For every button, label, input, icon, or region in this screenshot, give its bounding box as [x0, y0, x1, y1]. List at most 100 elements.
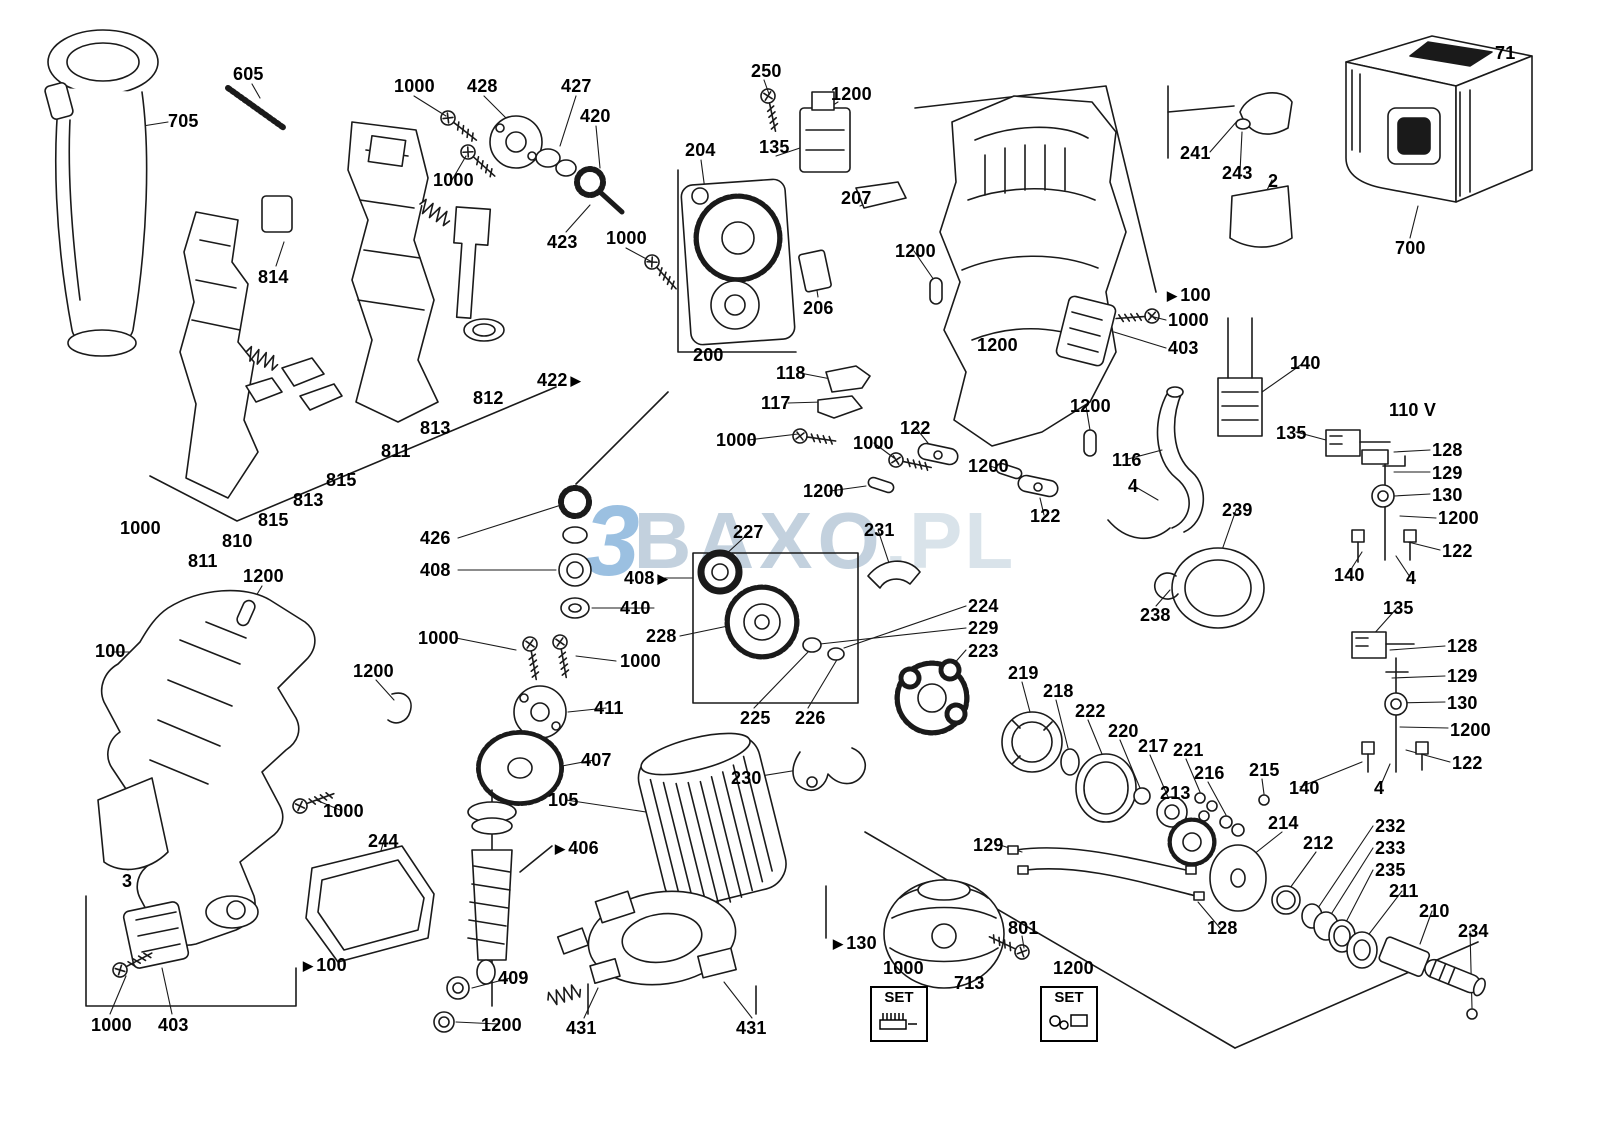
- part-label-206: 206: [803, 298, 834, 318]
- part-label-117: 117: [761, 393, 791, 413]
- part-label-233: 233: [1375, 838, 1406, 858]
- part-label-410: 410: [620, 598, 651, 618]
- part-label-4: 4: [1406, 568, 1417, 588]
- part-label-235: 235: [1375, 860, 1406, 880]
- pin-1200-left: [236, 599, 256, 627]
- part-label-2: 2: [1268, 171, 1279, 191]
- part-label-408: 408▶: [624, 568, 668, 588]
- cover-244: [305, 845, 435, 963]
- part-label-411: 411: [594, 698, 624, 718]
- part-label-135: 135: [1383, 598, 1414, 618]
- part-label-1000: 1000: [433, 170, 474, 190]
- part-label-1000: 1000: [853, 433, 894, 453]
- part-label-216: 216: [1194, 763, 1225, 783]
- part-label-1200: 1200: [243, 566, 284, 586]
- part-label-218: 218: [1043, 681, 1074, 701]
- ball-215: [1258, 794, 1270, 806]
- part-label-100: ▶100: [303, 955, 347, 975]
- clip-238: [1153, 572, 1179, 600]
- bearing-211: [1346, 931, 1378, 969]
- part-label-406: ▶406: [555, 838, 599, 858]
- carrying-case-700: [1345, 35, 1533, 203]
- part-label-234: 234: [1458, 921, 1489, 941]
- part-label-815: 815: [258, 510, 289, 530]
- part-label-4: 4: [1374, 778, 1385, 798]
- ball-234: [1466, 1008, 1478, 1020]
- gear-213: [1167, 817, 1217, 867]
- part-label-422: 422▶: [537, 370, 581, 390]
- part-label-1200: 1200: [968, 456, 1009, 476]
- part-label-118: 118: [776, 363, 806, 383]
- part-label-811: 811: [188, 551, 218, 571]
- service-kit-icon: [1049, 1014, 1088, 1030]
- pins-216: [1219, 815, 1245, 837]
- part-label-1000: 1000: [1168, 310, 1209, 330]
- part-label-250: 250: [751, 61, 782, 81]
- part-label-135: 135: [759, 137, 790, 157]
- part-label-1000: 1000: [606, 228, 647, 248]
- part-label-427: 427: [561, 76, 592, 96]
- lever-207: [855, 181, 907, 209]
- part-label-128: 128: [1207, 918, 1238, 938]
- part-label-140: 140: [1289, 778, 1320, 798]
- part-label-810: 810: [222, 531, 253, 551]
- part-label-200: 200: [693, 345, 724, 365]
- part-label-212: 212: [1303, 833, 1334, 853]
- part-label-1200: 1200: [831, 84, 872, 104]
- carbon-brush-140: [1217, 317, 1263, 437]
- group-brackets: [85, 85, 1479, 1049]
- gear-228: [724, 584, 800, 660]
- brush-cover-403-bottom: [122, 901, 190, 969]
- part-label-801: 801: [1008, 918, 1039, 938]
- part-label-813: 813: [293, 490, 324, 510]
- gear-cluster-223: [894, 658, 970, 736]
- part-label-223: 223: [968, 641, 999, 661]
- part-label-220: 220: [1108, 721, 1139, 741]
- part-label-814: 814: [258, 267, 289, 287]
- part-label-100: 100: [95, 641, 126, 661]
- part-label-705: 705: [168, 111, 199, 131]
- part-label-229: 229: [968, 618, 999, 638]
- rubber-ring-239: [1171, 547, 1265, 629]
- part-label-128: 128: [1447, 636, 1478, 656]
- part-label-214: 214: [1268, 813, 1299, 833]
- spindle-210: [1378, 936, 1486, 997]
- part-label-407: 407: [581, 750, 612, 770]
- part-label-1200: 1200: [353, 661, 394, 681]
- part-label-4: 4: [1128, 476, 1139, 496]
- ring-222: [1075, 753, 1137, 823]
- part-label-1000: 1000: [120, 518, 161, 538]
- part-label-219: 219: [1008, 663, 1039, 683]
- cap-241: [1235, 92, 1293, 135]
- part-label-230: 230: [731, 768, 762, 788]
- part-label-1200: 1200: [803, 481, 844, 501]
- part-label-213: 213: [1160, 783, 1191, 803]
- part-label-1200: 1200: [1450, 720, 1491, 740]
- bearing-409: [446, 976, 470, 1000]
- part-label-1200: 1200: [1438, 508, 1479, 528]
- handle-housing-left-811: [179, 211, 259, 499]
- part-label-140: 140: [1290, 353, 1321, 373]
- part-label-1000: 1000: [418, 628, 459, 648]
- part-label-105: 105: [548, 790, 579, 810]
- label-sheet-2: [1229, 185, 1293, 248]
- part-label-110-v: 110 V: [1389, 400, 1437, 420]
- part-label-231: 231: [864, 520, 895, 540]
- brush-cover-403-right: [1055, 295, 1117, 367]
- part-label-204: 204: [685, 140, 716, 160]
- part-label-243: 243: [1222, 163, 1253, 183]
- part-label-409: 409: [498, 968, 529, 988]
- cable-clamp-117-118: [817, 365, 871, 419]
- part-label-211: 211: [1389, 881, 1419, 901]
- clip-1200-left: [387, 692, 412, 724]
- cord-guard-116: [1107, 386, 1205, 540]
- part-label-700: 700: [1395, 238, 1426, 258]
- set-box-brushes-label: SET: [884, 989, 914, 1006]
- side-handle-705: [44, 29, 159, 357]
- part-label-225: 225: [740, 708, 771, 728]
- part-label-122: 122: [1030, 506, 1061, 526]
- slider-206: [798, 249, 832, 293]
- part-label-226: 226: [795, 708, 826, 728]
